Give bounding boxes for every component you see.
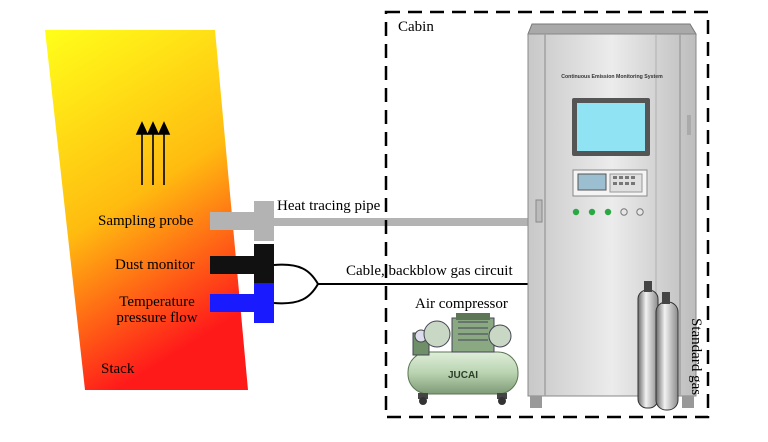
- control-panel: [572, 169, 648, 197]
- indicator-lights: [572, 208, 644, 216]
- monitor-screen: [572, 98, 650, 156]
- temperature-pressure-connector: [210, 283, 274, 323]
- cabinet-title: Continuous Emission Monitoring System: [561, 74, 663, 80]
- cable-circuit-label: Cable, backblow gas circuit: [346, 263, 513, 279]
- temperature-label: Temperature pressure flow: [105, 294, 209, 327]
- standard-gas-label: Standard gas: [688, 318, 704, 396]
- temperature-label-line2: pressure flow: [116, 309, 198, 326]
- air-compressor: [407, 313, 519, 405]
- flow-arrows-icon: [135, 121, 171, 185]
- temperature-label-line1: Temperature: [119, 294, 195, 310]
- heat-tracing-pipe: [272, 218, 530, 226]
- standard-gas-bottles: [637, 281, 679, 411]
- compressor-brand: JUCAI: [448, 370, 478, 381]
- sampling-probe-label: Sampling probe: [98, 213, 194, 229]
- stack: [45, 30, 248, 390]
- cable-backblow-line: [273, 263, 530, 305]
- heat-tracing-pipe-label: Heat tracing pipe: [277, 198, 381, 214]
- sampling-probe-connector: [210, 201, 274, 241]
- dust-monitor-label: Dust monitor: [115, 257, 195, 273]
- air-compressor-label: Air compressor: [415, 296, 508, 312]
- cabin-label: Cabin: [398, 19, 434, 35]
- dust-monitor-connector: [210, 244, 274, 284]
- cabin-border: [384, 10, 710, 419]
- stack-label: Stack: [101, 361, 135, 377]
